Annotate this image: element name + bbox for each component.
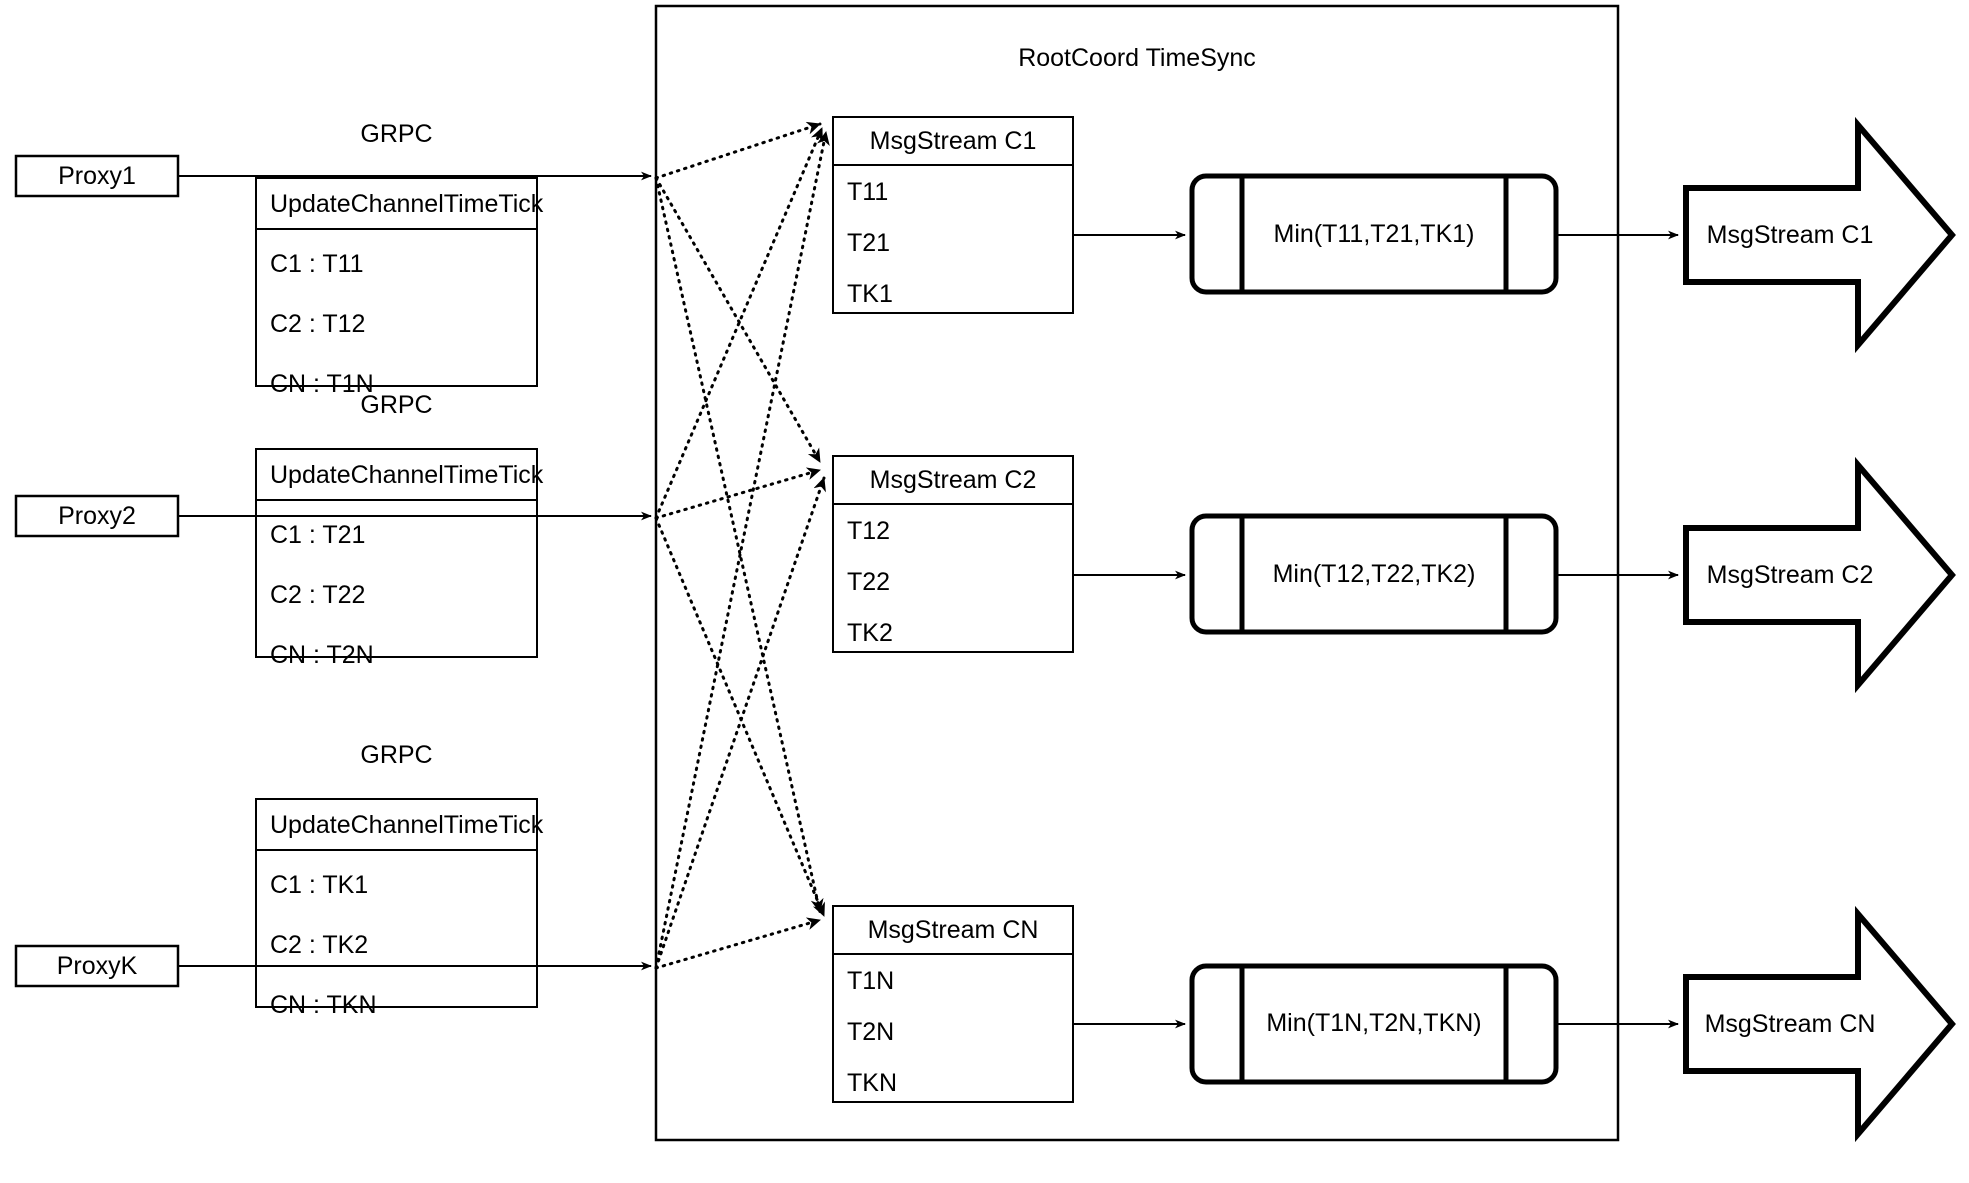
proxy-label-1: Proxy1: [58, 162, 136, 190]
output-label-1: MsgStream C1: [1706, 221, 1874, 249]
timetick-row-3-2: CN : TKN: [270, 991, 377, 1019]
msgstream-row-2-1: T22: [847, 568, 891, 596]
output-label-2: MsgStream C2: [1706, 561, 1874, 589]
grpc-label-3: GRPC: [360, 741, 433, 769]
dotted-arrow-p3-c2: [654, 476, 826, 970]
min-label-2: Min(T12,T22,TK2): [1272, 560, 1476, 588]
min-label-1: Min(T11,T21,TK1): [1273, 220, 1475, 248]
dotted-arrow-p2-c1: [654, 126, 824, 520]
grpc-label-1: GRPC: [360, 120, 433, 148]
dotted-arrow-p3-c1: [654, 130, 830, 970]
msgstream-row-2-2: TK2: [847, 619, 893, 647]
msgstream-header-2: MsgStream C2: [869, 466, 1037, 494]
dotted-arrow-p3-cn: [654, 917, 822, 970]
timetick-row-3-1: C2 : TK2: [270, 931, 369, 959]
msgstream-row-3-2: TKN: [847, 1069, 897, 1097]
output-label-3: MsgStream CN: [1704, 1010, 1876, 1038]
timetick-row-2-1: C2 : T22: [270, 581, 366, 609]
msgstream-row-3-1: T2N: [847, 1018, 895, 1046]
timetick-header-3: UpdateChannelTimeTick: [270, 811, 544, 839]
min-label-3: Min(T1N,T2N,TKN): [1266, 1009, 1482, 1037]
proxy-label-2: Proxy2: [58, 502, 136, 530]
timetick-row-2-2: CN : T2N: [270, 641, 374, 669]
timetick-row-1-1: C2 : T12: [270, 310, 366, 338]
timetick-header-1: UpdateChannelTimeTick: [270, 190, 544, 218]
msgstream-row-1-0: T11: [847, 178, 889, 206]
msgstream-row-3-0: T1N: [847, 967, 895, 995]
timetick-header-2: UpdateChannelTimeTick: [270, 461, 544, 489]
dotted-arrow-p1-c2: [654, 176, 822, 464]
dotted-arrow-p2-cn: [654, 516, 826, 918]
grpc-label-2: GRPC: [360, 391, 433, 419]
timetick-row-1-0: C1 : T11: [270, 250, 364, 278]
timetick-row-1-2: CN : T1N: [270, 370, 374, 398]
dotted-arrow-p1-c1: [654, 121, 822, 180]
msgstream-row-1-2: TK1: [847, 280, 893, 308]
msgstream-header-1: MsgStream C1: [869, 127, 1037, 155]
timetick-row-2-0: C1 : T21: [270, 521, 366, 549]
timetick-row-3-0: C1 : TK1: [270, 871, 369, 899]
rootcoord-timesync-title: RootCoord TimeSync: [1018, 44, 1256, 72]
proxy-label-3: ProxyK: [56, 952, 138, 980]
msgstream-row-2-0: T12: [847, 517, 891, 545]
dotted-arrow-p2-c2: [654, 467, 822, 520]
msgstream-row-1-1: T21: [847, 229, 891, 257]
dotted-arrow-p1-cn: [654, 176, 824, 914]
msgstream-header-3: MsgStream CN: [867, 916, 1039, 944]
